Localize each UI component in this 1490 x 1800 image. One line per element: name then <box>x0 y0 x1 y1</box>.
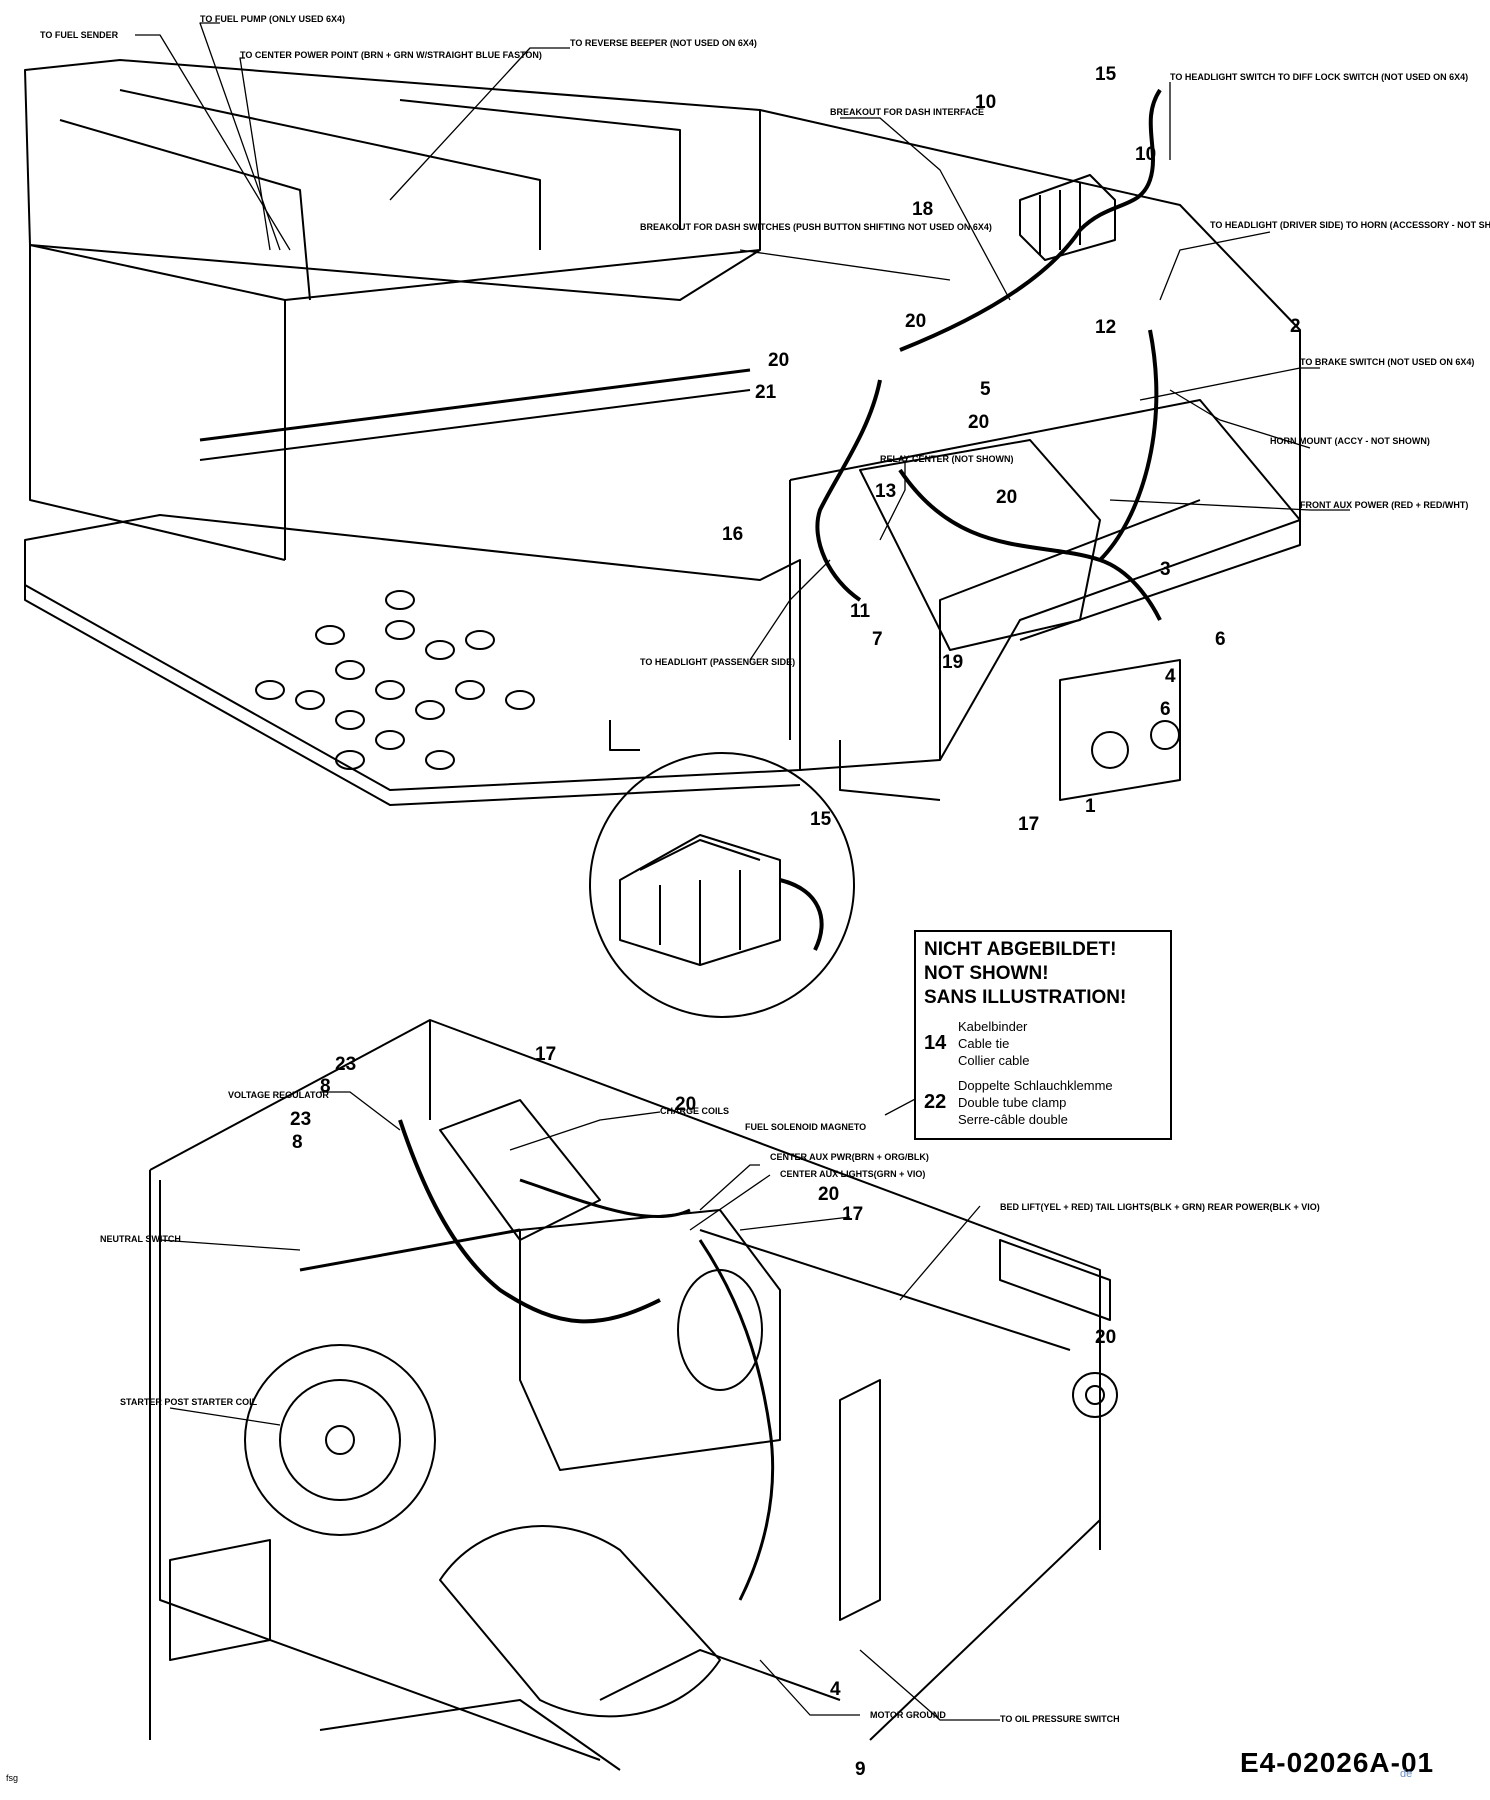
label-to-center-power-point: TO CENTER POWER POINT (BRN + GRN W/STRAI… <box>240 50 542 60</box>
label-to-fuel-pump: TO FUEL PUMP (ONLY USED 6X4) <box>200 14 345 24</box>
leader-lines <box>135 22 1350 1721</box>
detail-circle-relay-block <box>589 752 855 1018</box>
label-to-headlight-driver: TO HEADLIGHT (DRIVER SIDE) TO HORN (ACCE… <box>1210 220 1490 230</box>
part-number-10-b: 10 <box>1135 144 1156 165</box>
legend-item-text: Collier cable <box>958 1053 1030 1068</box>
label-to-oil-pressure: TO OIL PRESSURE SWITCH <box>1000 1714 1120 1724</box>
part-number-2: 2 <box>1290 316 1301 337</box>
label-to-brake-switch: TO BRAKE SWITCH (NOT USED ON 6X4) <box>1300 357 1474 367</box>
part-number-1: 1 <box>1085 796 1096 817</box>
part-number-9: 9 <box>855 1759 866 1780</box>
part-number-10: 10 <box>975 92 996 113</box>
part-number-labels: 1 2 3 4 4 5 6 6 7 8 8 9 10 10 11 12 13 1… <box>290 64 1301 1780</box>
part-number-8: 8 <box>320 1076 331 1097</box>
label-voltage-regulator: VOLTAGE REGULATOR <box>228 1090 329 1100</box>
label-to-headlight-switch: TO HEADLIGHT SWITCH TO DIFF LOCK SWITCH … <box>1170 72 1468 82</box>
part-number-15-detail: 15 <box>810 809 832 830</box>
label-to-headlight-passenger: TO HEADLIGHT (PASSENGER SIDE) <box>640 657 795 667</box>
part-number-17: 17 <box>1018 814 1039 835</box>
part-number-20-b: 20 <box>768 350 789 371</box>
legend-header-en: NOT SHOWN! <box>924 963 1049 984</box>
part-number-4: 4 <box>1165 666 1176 687</box>
label-charge-coils: CHARGE COILS <box>660 1106 729 1116</box>
part-number-3: 3 <box>1160 559 1171 580</box>
legend-item-22: 22 Doppelte Schlauchklemme Double tube c… <box>924 1077 1162 1128</box>
legend-item-text: Kabelbinder <box>958 1019 1028 1034</box>
label-motor-ground: MOTOR GROUND <box>870 1710 946 1720</box>
callout-labels-bottom: VOLTAGE REGULATOR CHARGE COILS FUEL SOLE… <box>100 1090 1320 1724</box>
part-number-7: 7 <box>872 629 883 650</box>
drawing-code: E4-02026A-01 <box>1240 1747 1435 1778</box>
part-number-17-b: 17 <box>535 1044 556 1065</box>
part-number-20-d: 20 <box>996 487 1017 508</box>
part-number-17-c: 17 <box>842 1204 863 1225</box>
part-number-23: 23 <box>335 1054 356 1075</box>
legend-item-14: 14 Kabelbinder Cable tie Collier cable <box>924 1018 1162 1069</box>
legend-header-de: NICHT ABGEBILDET! <box>924 939 1117 960</box>
legend-item-number: 22 <box>924 1091 947 1113</box>
part-number-20-f: 20 <box>818 1184 839 1205</box>
part-number-6-b: 6 <box>1160 699 1171 720</box>
label-front-aux-power: FRONT AUX POWER (RED + RED/WHT) <box>1300 500 1468 510</box>
legend-item-text: Cable tie <box>958 1036 1010 1051</box>
label-to-reverse-beeper: TO REVERSE BEEPER (NOT USED ON 6X4) <box>570 38 757 48</box>
part-number-21: 21 <box>755 382 777 403</box>
label-starter-post: STARTER POST STARTER COIL <box>120 1397 258 1407</box>
part-number-20-e: 20 <box>675 1094 696 1115</box>
label-center-aux-lights: CENTER AUX LIGHTS(GRN + VIO) <box>780 1169 925 1179</box>
label-fuel-solenoid: FUEL SOLENOID MAGNETO <box>745 1122 866 1132</box>
label-center-aux-pwr: CENTER AUX PWR(BRN + ORG/BLK) <box>770 1152 929 1162</box>
part-number-8-b: 8 <box>292 1132 303 1153</box>
legend-item-text: Doppelte Schlauchklemme <box>958 1078 1113 1093</box>
label-horn-mount: HORN MOUNT (ACCY - NOT SHOWN) <box>1270 436 1430 446</box>
corner-mark: fsg <box>6 1773 19 1783</box>
part-number-20-g: 20 <box>1095 1327 1116 1348</box>
label-breakout-dash-switches: BREAKOUT FOR DASH SWITCHES (PUSH BUTTON … <box>640 222 992 232</box>
label-neutral-switch: NEUTRAL SWITCH <box>100 1234 181 1244</box>
top-frame-drawing <box>24 59 1301 806</box>
part-number-19: 19 <box>942 652 963 673</box>
part-number-15: 15 <box>1095 64 1117 85</box>
part-number-20-c: 20 <box>968 412 989 433</box>
label-breakout-dash-interface: BREAKOUT FOR DASH INTERFACE <box>830 107 984 117</box>
bottom-engine-drawing <box>149 1019 1118 1771</box>
part-number-18: 18 <box>912 199 933 220</box>
not-shown-legend: NICHT ABGEBILDET! NOT SHOWN! SANS ILLUST… <box>914 930 1172 1140</box>
legend-header-fr: SANS ILLUSTRATION! <box>924 987 1127 1008</box>
part-number-11: 11 <box>850 601 871 622</box>
part-number-5: 5 <box>980 379 991 400</box>
part-number-4-bottom: 4 <box>830 1679 841 1700</box>
part-number-12: 12 <box>1095 317 1116 338</box>
part-number-13: 13 <box>875 481 896 502</box>
legend-item-text: Double tube clamp <box>958 1095 1067 1110</box>
part-number-20-a: 20 <box>905 311 926 332</box>
callout-labels-top: TO FUEL SENDER TO FUEL PUMP (ONLY USED 6… <box>40 14 1490 667</box>
legend-item-number: 14 <box>924 1032 947 1054</box>
watermark: de <box>1400 1768 1413 1780</box>
part-number-23-b: 23 <box>290 1109 311 1130</box>
part-number-6: 6 <box>1215 629 1226 650</box>
label-bed-lift: BED LIFT(YEL + RED) TAIL LIGHTS(BLK + GR… <box>1000 1202 1320 1212</box>
label-relay-center: RELAY CENTER (NOT SHOWN) <box>880 454 1014 464</box>
floor-pad-holes <box>255 590 535 770</box>
legend-item-text: Serre-câble double <box>958 1112 1068 1127</box>
part-number-16: 16 <box>722 524 743 545</box>
label-to-fuel-sender: TO FUEL SENDER <box>40 30 119 40</box>
